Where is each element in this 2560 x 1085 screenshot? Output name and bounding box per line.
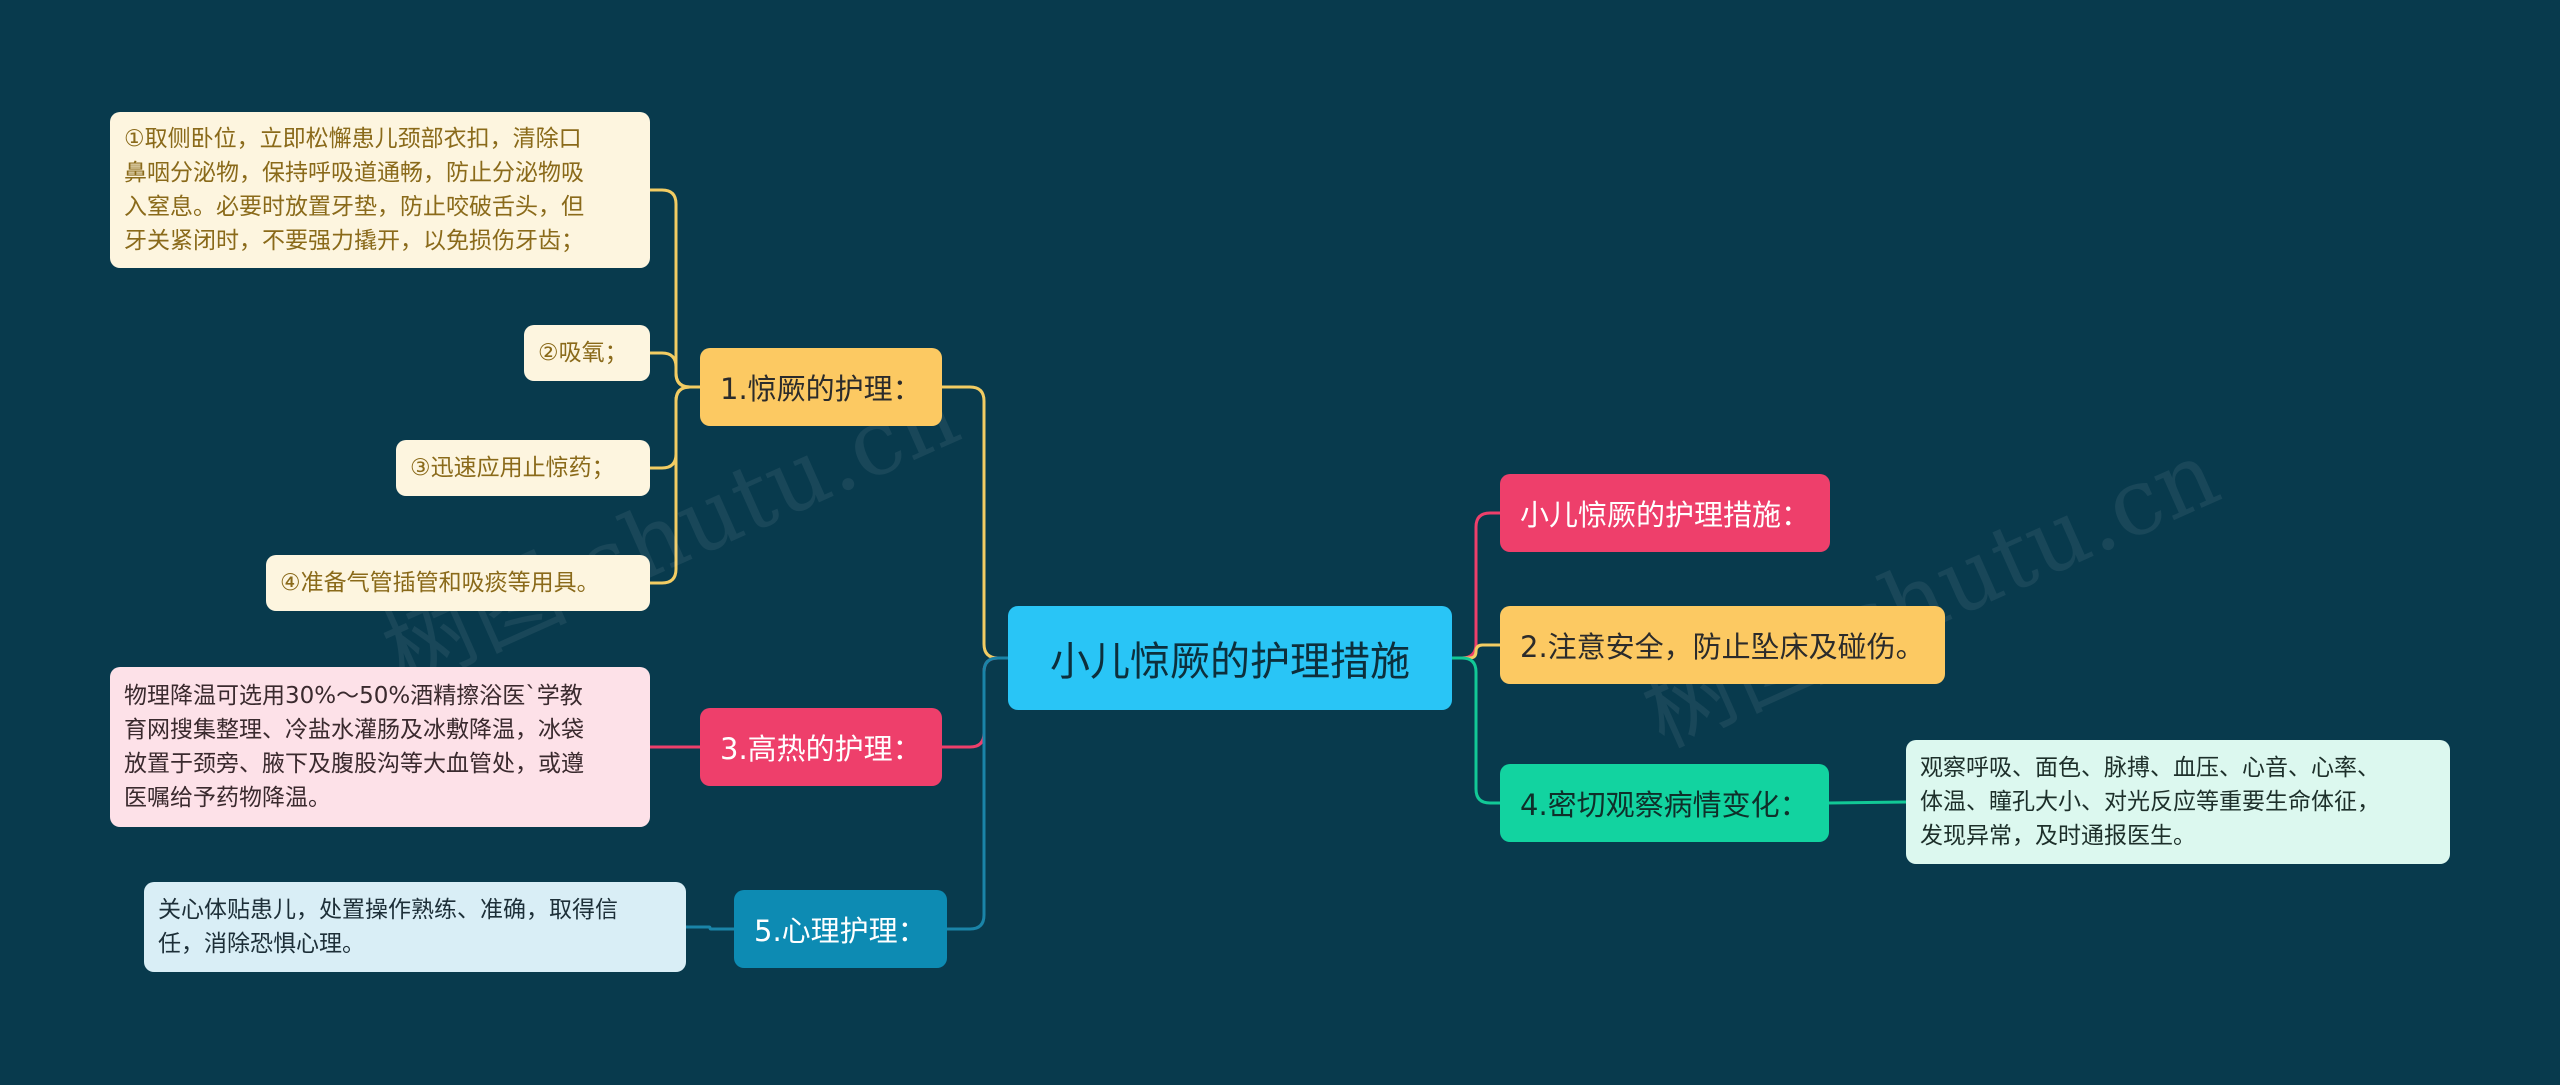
connector-psych-leaf	[686, 925, 734, 931]
branch-safety[interactable]: 2.注意安全，防止坠床及碰伤。	[1500, 606, 1945, 684]
connector-center-branch-3	[1452, 511, 1500, 660]
connector-observe-leaf	[1828, 800, 1907, 805]
branch-seizure-care[interactable]: 1.惊厥的护理：	[700, 348, 942, 426]
leaf-text: 物理降温可选用30%～50%酒精擦浴医`学教 育网搜集整理、冷盐水灌肠及冰敷降温…	[124, 683, 584, 811]
branch-psych-care[interactable]: 5.心理护理：	[734, 890, 947, 968]
leaf-oxygen[interactable]: ②吸氧；	[524, 325, 650, 381]
central-topic-label: 小儿惊厥的护理措施	[1050, 639, 1410, 685]
connector-center-branch-2	[947, 656, 1008, 931]
branch-fever-care-label: 3.高热的护理：	[720, 732, 922, 766]
leaf-text: 观察呼吸、面色、脉搏、血压、心音、心率、 体温、瞳孔大小、对光反应等重要生命体征…	[1920, 755, 2380, 849]
leaf-text: 关心体贴患儿，处置操作熟练、准确，取得信 任，消除恐惧心理。	[158, 897, 618, 957]
leaf-vital-signs[interactable]: 观察呼吸、面色、脉搏、血压、心音、心率、 体温、瞳孔大小、对光反应等重要生命体征…	[1906, 740, 2450, 864]
branch-care-measures-label: 小儿惊厥的护理措施：	[1520, 498, 1811, 532]
branch-care-measures[interactable]: 小儿惊厥的护理措施：	[1500, 474, 1831, 552]
connector-seizure-l3	[650, 385, 700, 585]
branch-psych-care-label: 5.心理护理：	[754, 914, 927, 948]
leaf-side-position[interactable]: ①取侧卧位，立即松懈患儿颈部衣扣，清除口 鼻咽分泌物，保持呼吸道通畅，防止分泌物…	[110, 112, 650, 268]
branch-fever-care[interactable]: 3.高热的护理：	[700, 708, 942, 786]
leaf-physical-cooling[interactable]: 物理降温可选用30%～50%酒精擦浴医`学教 育网搜集整理、冷盐水灌肠及冰敷降温…	[110, 667, 650, 827]
branch-observe[interactable]: 4.密切观察病情变化：	[1500, 764, 1829, 842]
connector-center-branch-0	[942, 385, 1008, 660]
connector-seizure-l1	[650, 351, 700, 389]
branch-observe-label: 4.密切观察病情变化：	[1520, 788, 1809, 822]
central-topic[interactable]: 小儿惊厥的护理措施	[1008, 606, 1452, 710]
branch-safety-label: 2.注意安全，防止坠床及碰伤。	[1520, 630, 1925, 664]
branch-seizure-care-label: 1.惊厥的护理：	[720, 372, 922, 406]
connector-center-branch-1	[942, 656, 1008, 749]
connector-center-branch-4	[1452, 643, 1500, 660]
leaf-psych-comfort[interactable]: 关心体贴患儿，处置操作熟练、准确，取得信 任，消除恐惧心理。	[144, 882, 686, 972]
leaf-intubation-tools[interactable]: ④准备气管插管和吸痰等用具。	[266, 555, 650, 611]
leaf-anticonvulsant[interactable]: ③迅速应用止惊药；	[396, 440, 650, 496]
leaf-text: ①取侧卧位，立即松懈患儿颈部衣扣，清除口 鼻咽分泌物，保持呼吸道通畅，防止分泌物…	[124, 126, 584, 254]
connector-center-branch-5	[1452, 656, 1500, 805]
